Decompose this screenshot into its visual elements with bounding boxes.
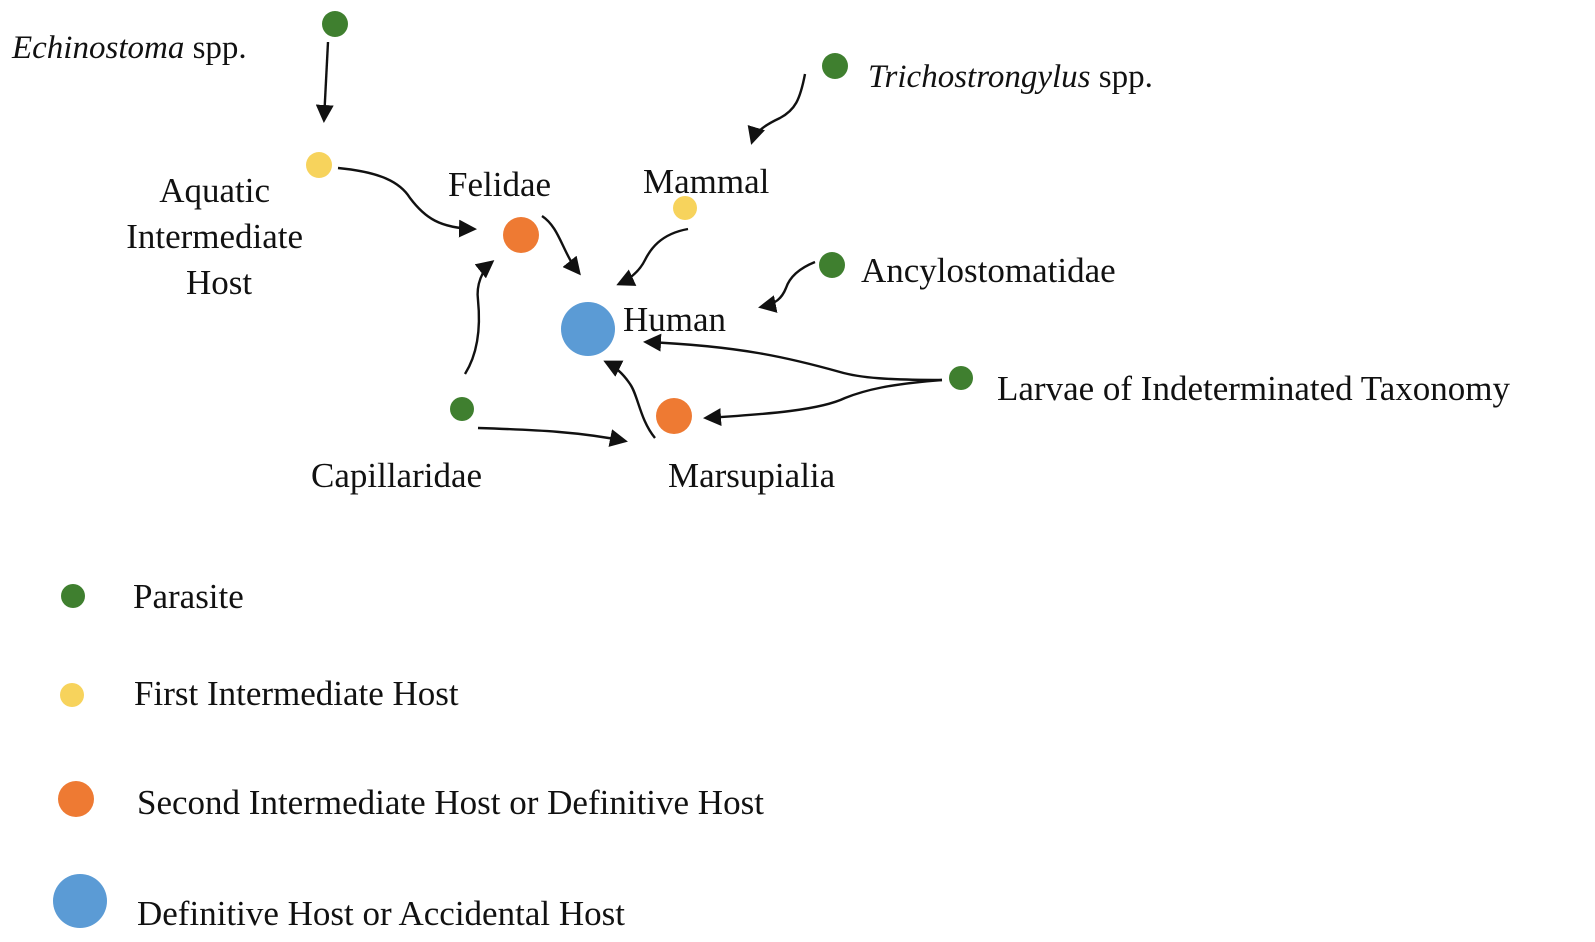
label-aquatic-host-line-3: Host [186, 263, 252, 302]
edges [315, 41, 943, 447]
edge-capillaridae-to-marsupialia [477, 426, 628, 447]
legend-label-parasite: Parasite [133, 577, 244, 616]
node-larvae [949, 366, 973, 390]
node-mammal [673, 196, 697, 220]
edge-trichostrongylus-to-mammal [747, 73, 807, 145]
node-trichostrongylus [822, 53, 848, 79]
edge-capillaridae-to-felidae [463, 260, 495, 375]
label-larvae: Larvae of Indeterminated Taxonomy [997, 369, 1510, 408]
label-marsupialia: Marsupialia [668, 456, 836, 495]
label-aquatic-host-line-1: Aquatic [159, 171, 270, 210]
label-trichostrongylus-suffix: spp. [1090, 59, 1152, 95]
edge-aquatic-host-to-felidae [337, 166, 477, 238]
nodes [306, 11, 973, 434]
legend-swatch-second-intermediate [58, 781, 94, 817]
edge-mammal-to-human [616, 227, 689, 286]
label-trichostrongylus-genus: Trichostrongylus [868, 59, 1090, 95]
legend-item-definitive: Definitive Host or Accidental Host [53, 874, 625, 933]
node-ancylostomatidae [819, 252, 845, 278]
label-aquatic-host-line-2: Intermediate [126, 217, 303, 256]
legend-item-first-intermediate: First Intermediate Host [60, 674, 459, 713]
label-mammal: Mammal [643, 162, 770, 201]
node-labels: Echinostoma spp. Trichostrongylus spp. A… [11, 30, 1510, 495]
label-echinostoma: Echinostoma spp. [11, 30, 247, 66]
label-capillaridae: Capillaridae [311, 456, 482, 495]
label-ancylostomatidae: Ancylostomatidae [861, 251, 1116, 290]
legend-item-parasite: Parasite [61, 577, 244, 616]
edge-marsupialia-to-human [603, 360, 656, 439]
label-aquatic-host: Aquatic Intermediate Host [126, 171, 312, 302]
node-aquatic-host [306, 152, 332, 178]
edge-ancylostomatidae-to-human [758, 260, 816, 313]
edge-echinostoma-to-aquatic-host [315, 41, 334, 123]
legend-swatch-first-intermediate [60, 683, 84, 707]
label-echinostoma-suffix: spp. [184, 30, 246, 66]
node-human [561, 302, 615, 356]
legend-swatch-definitive [53, 874, 107, 928]
label-human: Human [623, 300, 726, 339]
label-trichostrongylus: Trichostrongylus spp. [868, 59, 1153, 95]
edge-larvae-to-marsupialia [703, 378, 943, 427]
edge-felidae-to-human [541, 215, 581, 276]
legend-swatch-parasite [61, 584, 85, 608]
label-felidae: Felidae [448, 165, 551, 204]
legend-label-definitive: Definitive Host or Accidental Host [137, 894, 625, 933]
legend: Parasite First Intermediate Host Second … [53, 577, 764, 933]
node-echinostoma [322, 11, 348, 37]
legend-label-second-intermediate: Second Intermediate Host or Definitive H… [137, 783, 764, 822]
legend-item-second-intermediate: Second Intermediate Host or Definitive H… [58, 781, 764, 822]
edge-larvae-to-human [643, 333, 943, 382]
node-felidae [503, 217, 539, 253]
label-echinostoma-genus: Echinostoma [11, 30, 184, 66]
node-marsupialia [656, 398, 692, 434]
node-capillaridae [450, 397, 474, 421]
legend-label-first-intermediate: First Intermediate Host [134, 674, 459, 713]
